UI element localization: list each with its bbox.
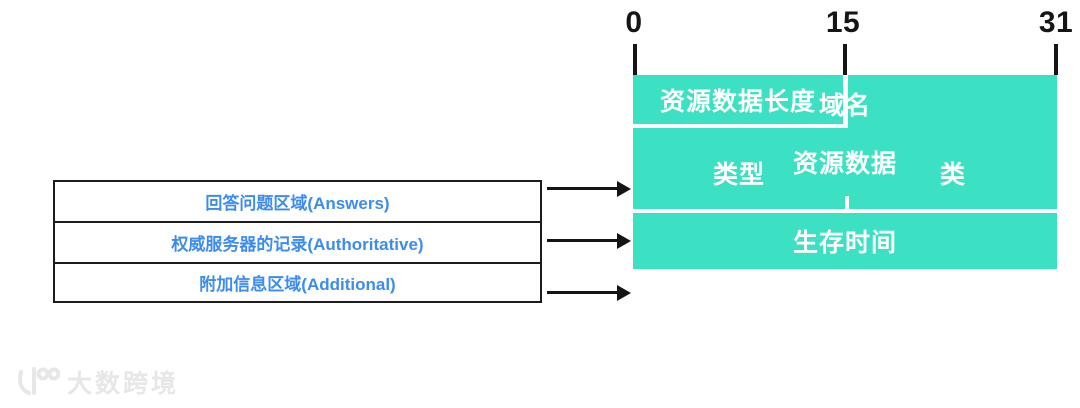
message-sections-list: 回答问题区域(Answers) 权威服务器的记录(Authoritative) … <box>53 180 542 303</box>
section-box-answers: 回答问题区域(Answers) <box>55 182 540 223</box>
field-ttl: 生存时间 <box>633 213 1057 269</box>
section-box-additional: 附加信息区域(Additional) <box>199 275 396 294</box>
arrow-additional-icon <box>547 285 631 301</box>
field-class: 类 <box>849 137 1057 209</box>
record-format-table: 域名 类型 类 生存时间 资源数据长度 资源数据 <box>633 75 1057 395</box>
bit-tick-0 <box>633 44 637 75</box>
arrow-shaft <box>547 187 620 190</box>
brand-logo-icon <box>18 367 60 395</box>
arrow-shaft <box>547 291 620 294</box>
section-box-authoritative: 权威服务器的记录(Authoritative) <box>55 223 540 264</box>
watermark: 大数跨境 <box>12 362 179 402</box>
arrow-answers-icon <box>547 181 631 197</box>
bit-tick-15 <box>843 44 847 75</box>
field-rdata-length: 资源数据长度 <box>659 87 816 116</box>
bit-tick-31 <box>1054 44 1058 75</box>
arrow-authoritative-icon <box>547 233 631 249</box>
field-rdata: 资源数据 <box>792 150 897 178</box>
arrow-head <box>617 181 631 197</box>
rdata-length-bottom-divider <box>633 124 848 128</box>
bit-label-31: 31 <box>1038 6 1074 39</box>
arrow-head <box>617 233 631 249</box>
field-type: 类型 <box>633 137 845 209</box>
rdata-length-right-divider <box>843 75 848 128</box>
bit-label-15: 15 <box>825 6 861 39</box>
arrow-shaft <box>547 239 620 242</box>
watermark-brand-text: 大数跨境 <box>67 370 180 398</box>
bit-label-0: 0 <box>625 6 643 39</box>
arrow-head <box>617 285 631 301</box>
